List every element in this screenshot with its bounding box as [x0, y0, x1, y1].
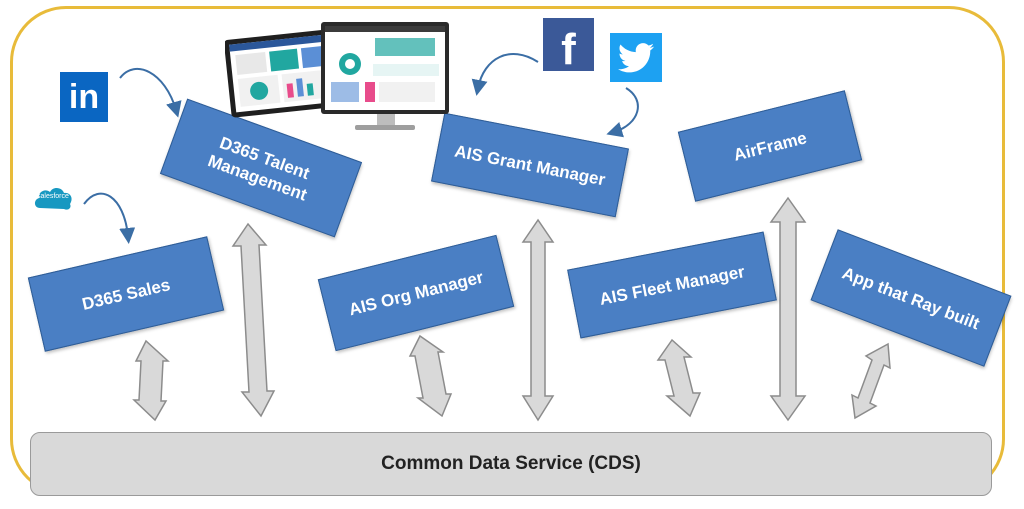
- double-arrow-org: [408, 334, 453, 418]
- cds-platform: Common Data Service (CDS): [30, 432, 992, 496]
- double-arrow-grant: [521, 218, 555, 422]
- salesforce-icon: salesforce: [32, 180, 74, 218]
- double-arrow-airframe: [769, 196, 807, 422]
- salesforce-curved-arrow: [83, 192, 136, 244]
- app-label-airframe: AirFrame: [731, 127, 809, 165]
- app-label-grant-manager: AIS Grant Manager: [453, 141, 607, 189]
- dashboard-illustration: [224, 22, 449, 130]
- linkedin-icon: in: [60, 72, 108, 122]
- facebook-icon: f: [543, 18, 594, 74]
- twitter-icon: [610, 33, 662, 82]
- dashboard-device-image: [224, 14, 455, 140]
- twitter-curved-arrow: [606, 87, 639, 138]
- cds-label: Common Data Service (CDS): [381, 453, 641, 474]
- app-label-org-manager: AIS Org Manager: [346, 267, 486, 319]
- app-label-d365-sales: D365 Sales: [80, 274, 172, 314]
- linkedin-curved-arrow: [119, 67, 182, 118]
- double-arrow-sales: [132, 339, 170, 422]
- facebook-curved-arrow: [471, 53, 539, 96]
- double-arrow-talent: [231, 222, 276, 418]
- app-label-talent-management: D365 Talent Management: [205, 133, 313, 205]
- double-arrow-fleet: [656, 338, 702, 418]
- double-arrow-ray: [851, 342, 891, 420]
- app-label-fleet-manager: AIS Fleet Manager: [597, 261, 747, 309]
